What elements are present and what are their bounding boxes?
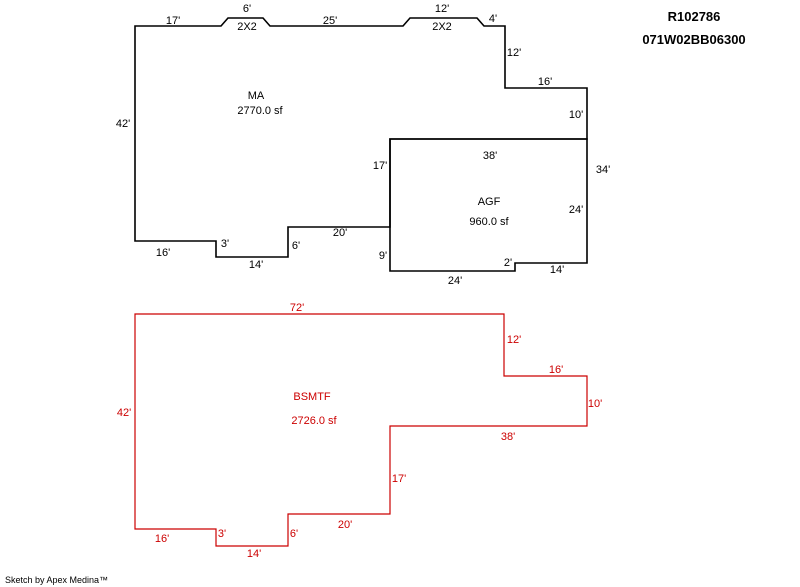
dim-agf-bottom: 24' [448, 275, 462, 287]
basement-outline [134, 313, 588, 547]
dim-ma-step: 16' [538, 76, 552, 88]
upper-labels: 17' 6' 2X2 25' 12' 2X2 4' 12' 16' 10' 42… [116, 3, 610, 287]
dim-ma-right-mid: 10' [569, 109, 583, 121]
parcel-id: 071W02BB06300 [642, 32, 745, 47]
dim-ma-top-left: 17' [166, 15, 180, 27]
dim-bsmt-bottom-left: 16' [155, 533, 169, 545]
bsmt-area: 2726.0 sf [291, 415, 337, 427]
dim-bsmt-left: 42' [117, 407, 131, 419]
ma-area: 2770.0 sf [237, 105, 283, 117]
dim-bsmt-right-upper: 12' [507, 334, 521, 346]
dim-ma-bottom-left: 16' [156, 247, 170, 259]
dim-agf-left-lower: 9' [379, 250, 387, 262]
bump2-label: 2X2 [432, 21, 452, 33]
bump1-label: 2X2 [237, 21, 257, 33]
dim-bsmt-notch-right: 6' [290, 528, 298, 540]
basement-level [134, 313, 588, 547]
dim-ma-notch-left: 3' [221, 238, 229, 250]
dim-bump2-width: 12' [435, 3, 449, 15]
sketch-credit: Sketch by Apex Medina™ [5, 575, 108, 585]
upper-level [134, 17, 588, 272]
dim-bsmt-lower: 20' [338, 519, 352, 531]
dim-bsmt-inner-top: 38' [501, 431, 515, 443]
ma-name: MA [248, 90, 265, 102]
agf-name: AGF [478, 196, 501, 208]
dim-bump1-width: 6' [243, 3, 251, 15]
dim-agf-right-inner: 24' [569, 204, 583, 216]
dim-ma-top-right: 4' [489, 13, 497, 25]
ma-outline [134, 17, 588, 258]
dim-agf-bottom-right: 14' [550, 264, 564, 276]
dim-agf-left-upper: 17' [373, 160, 387, 172]
dim-bsmt-notch-left: 3' [218, 528, 226, 540]
agf-outline [389, 138, 588, 272]
record-id: R102786 [668, 9, 721, 24]
dim-ma-right-upper: 12' [507, 47, 521, 59]
basement-labels: 72' 12' 16' 10' 38' 42' BSMTF 2726.0 sf … [117, 302, 602, 560]
dim-agf-right-outer: 34' [596, 164, 610, 176]
dim-ma-lower-bottom: 20' [333, 227, 347, 239]
dim-ma-notch-bottom: 14' [249, 259, 263, 271]
dim-bsmt-step: 16' [549, 364, 563, 376]
dim-agf-step: 2' [504, 257, 512, 269]
bsmt-name: BSMTF [293, 391, 331, 403]
dim-ma-left: 42' [116, 118, 130, 130]
dim-bsmt-top: 72' [290, 302, 304, 314]
dim-ma-notch-right: 6' [292, 240, 300, 252]
agf-area: 960.0 sf [469, 216, 509, 228]
dim-ma-top-mid: 25' [323, 15, 337, 27]
dim-bsmt-right-mid: 10' [588, 398, 602, 410]
dim-bsmt-inner-left: 17' [392, 473, 406, 485]
dim-agf-top: 38' [483, 150, 497, 162]
dim-bsmt-notch-bottom: 14' [247, 548, 261, 560]
